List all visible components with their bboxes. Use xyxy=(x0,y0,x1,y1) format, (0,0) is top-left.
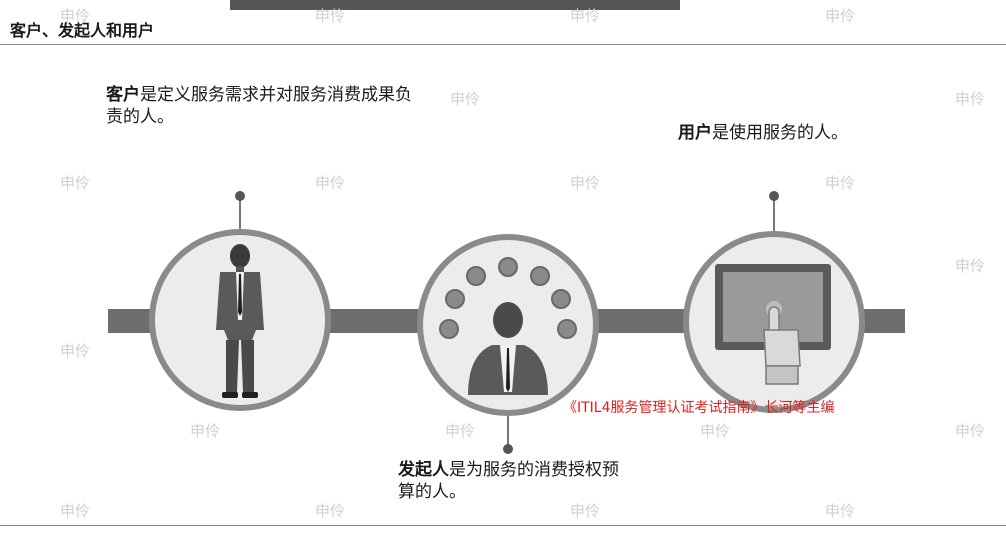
coin-icon-ring xyxy=(439,257,577,339)
watermark: 申伶 xyxy=(315,174,346,192)
customer-text-line2: 责的人。 xyxy=(106,107,174,127)
watermark: 申伶 xyxy=(190,422,221,440)
watermark: 申伶 xyxy=(450,90,481,108)
watermark: 申伶 xyxy=(570,502,601,520)
watermark: 申伶 xyxy=(955,90,986,108)
watermark: 申伶 xyxy=(570,174,601,192)
user-text: 是使用服务的人。 xyxy=(712,123,848,143)
customer-circle xyxy=(149,229,331,411)
customer-pin xyxy=(235,191,245,232)
watermark: 申伶 xyxy=(570,7,601,25)
user-pin xyxy=(769,191,779,234)
watermark: 申伶 xyxy=(825,174,856,192)
watermark: 申伶 xyxy=(955,257,986,275)
user-term: 用户 xyxy=(678,123,712,143)
user-circle xyxy=(683,231,865,413)
watermark: 申伶 xyxy=(825,502,856,520)
customer-description: 客户是定义服务需求并对服务消费成果负 责的人。 xyxy=(106,84,412,128)
watermark: 申伶 xyxy=(315,502,346,520)
sponsor-description: 发起人是为服务的消费授权预 算的人。 xyxy=(398,459,619,503)
sponsor-circle xyxy=(417,234,599,416)
watermark: 申伶 xyxy=(60,174,91,192)
sponsor-text-line1: 是为服务的消费授权预 xyxy=(449,460,619,480)
customer-term: 客户 xyxy=(106,85,140,105)
sponsor-term: 发起人 xyxy=(398,460,449,480)
user-description: 用户是使用服务的人。 xyxy=(678,122,848,144)
page-title: 客户、发起人和用户 xyxy=(10,21,155,40)
sponsor-pin xyxy=(503,412,513,454)
watermark: 申伶 xyxy=(445,422,476,440)
bottom-divider xyxy=(0,525,1006,526)
tablet-touch-icon xyxy=(715,264,831,385)
sponsor-text-line2: 算的人。 xyxy=(398,482,466,502)
watermark: 申伶 xyxy=(315,7,346,25)
top-decoration-bar xyxy=(230,0,680,10)
watermark: 申伶 xyxy=(955,422,986,440)
watermark: 申伶 xyxy=(60,502,91,520)
source-caption: 《ITIL4服务管理认证考试指南》长河等主编 xyxy=(563,400,835,416)
watermark: 申伶 xyxy=(825,7,856,25)
person-standing-icon xyxy=(216,244,264,398)
watermark: 申伶 xyxy=(60,342,91,360)
person-bust-icon xyxy=(468,302,548,395)
customer-text-line1: 是定义服务需求并对服务消费成果负 xyxy=(140,85,412,105)
watermark: 申伶 xyxy=(60,7,91,25)
watermark: 申伶 xyxy=(700,422,731,440)
title-divider xyxy=(0,44,1006,45)
